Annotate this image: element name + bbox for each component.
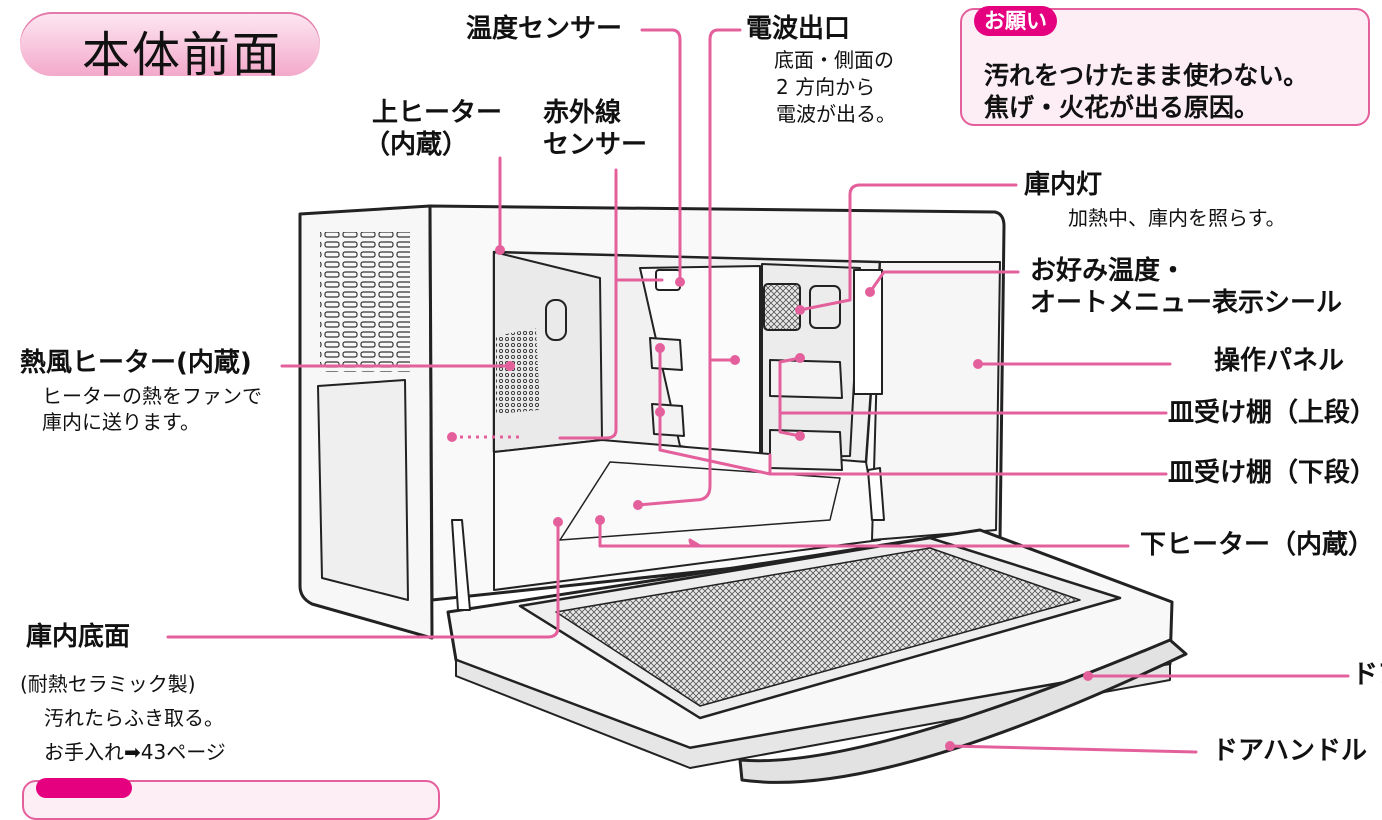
note-badge: お願い	[974, 6, 1057, 36]
label-floor-desc-2: 汚れたらふき取る。	[44, 706, 224, 730]
leader-lines	[166, 28, 1350, 754]
label-floor: 庫内底面	[26, 622, 131, 652]
label-wave-outlet-desc-3: 電波が出る。	[776, 102, 896, 126]
label-infrared-sensor-1: 赤外線	[543, 98, 622, 128]
label-sticker-2: オートメニュー表示シール	[1030, 288, 1343, 318]
oven-body	[298, 204, 1188, 784]
label-shelf-upper: 皿受け棚（上段）	[1168, 398, 1377, 428]
label-infrared-sensor-2: センサー	[543, 130, 648, 160]
label-upper-heater-note: （内蔵）	[364, 130, 469, 160]
microwave-illustration	[166, 28, 1350, 784]
label-control-panel: 操作パネル	[1214, 346, 1345, 376]
page-title: 本体前面	[82, 27, 283, 83]
label-upper-heater: 上ヒーター	[372, 98, 503, 128]
label-shelf-lower: 皿受け棚（下段）	[1168, 458, 1377, 488]
label-lamp: 庫内灯	[1024, 170, 1103, 200]
label-temp-sensor: 温度センサー	[466, 14, 623, 44]
title-badge: 本体前面	[20, 12, 320, 83]
label-sticker-1: お好み温度・	[1030, 256, 1187, 286]
note-box-2	[22, 778, 440, 820]
leader-dots	[447, 245, 1093, 751]
label-wave-outlet-desc-1: 底面・側面の	[774, 48, 894, 72]
label-door: ドア	[1352, 660, 1382, 690]
label-lamp-desc: 加熱中、庫内を照らす。	[1068, 206, 1286, 230]
label-floor-desc-3: お手入れ➡43ページ	[44, 740, 226, 764]
note-badge-2	[36, 778, 132, 798]
note-line-1: 汚れをつけたまま使わない。	[984, 61, 1309, 90]
label-door-handle: ドアハンドル	[1212, 736, 1367, 766]
label-hot-air-heater: 熱風ヒーター(内蔵)	[20, 348, 252, 378]
note-line-2: 焦げ・火花が出る原因。	[984, 93, 1260, 122]
label-wave-outlet: 電波出口	[746, 14, 851, 44]
note-box: お願い 汚れをつけたまま使わない。 焦げ・火花が出る原因。	[960, 6, 1370, 126]
label-hot-air-desc-1: ヒーターの熱をファンで	[42, 384, 262, 408]
label-floor-desc-1: (耐熱セラミック製)	[20, 672, 196, 696]
label-lower-heater: 下ヒーター（内蔵）	[1140, 530, 1375, 560]
label-wave-outlet-desc-2: 2 方向から	[776, 75, 876, 99]
label-hot-air-desc-2: 庫内に送ります。	[42, 410, 200, 434]
